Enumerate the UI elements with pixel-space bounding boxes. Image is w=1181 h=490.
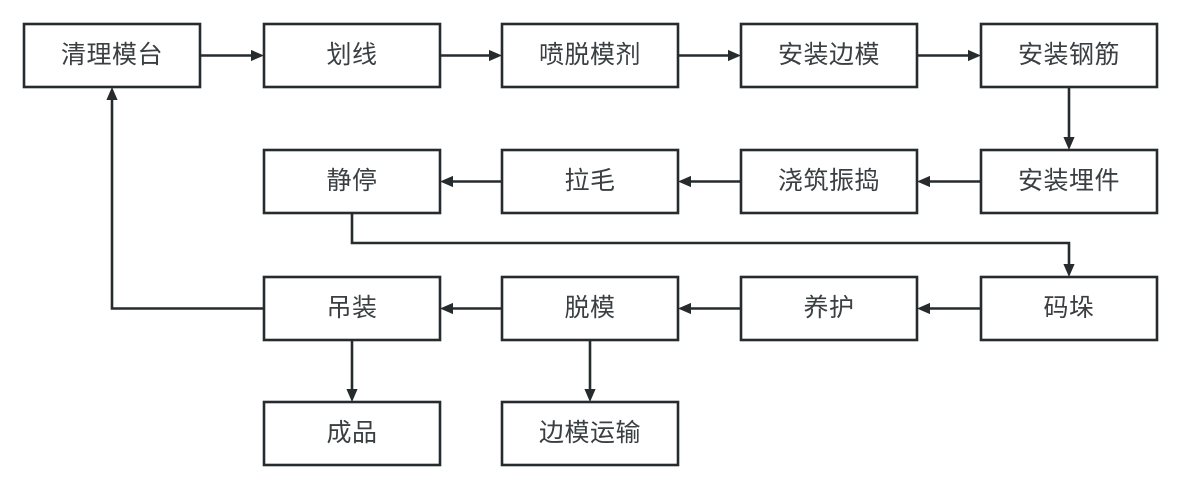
flow-node-box[interactable] <box>739 22 919 89</box>
flow-node-box[interactable] <box>262 400 442 467</box>
edge-anzhuanggangjin-to-anzhuangmaijian <box>1063 87 1075 150</box>
flow-node-n5[interactable]: 安装钢筋 <box>979 22 1159 89</box>
edge-diaozhuang-to-qinglimotai-line <box>110 93 264 310</box>
flow-node-box[interactable] <box>262 148 442 215</box>
flow-node-n6[interactable]: 安装埋件 <box>979 148 1159 215</box>
flow-node-label: 喷脱模剂 <box>539 41 641 69</box>
flow-node-n12[interactable]: 脱模 <box>500 275 680 342</box>
flow-node-n14[interactable]: 成品 <box>262 400 442 467</box>
flow-node-n10[interactable]: 码垛 <box>979 275 1159 342</box>
edge-diaozhuang-to-chengpin <box>346 340 358 402</box>
flow-node-box[interactable] <box>500 275 680 342</box>
edge-yanghu-to-tuomo <box>678 302 741 315</box>
flow-node-box[interactable] <box>500 22 680 89</box>
flow-node-box[interactable] <box>739 275 919 342</box>
edge-tuomo-to-diaozhuang <box>440 302 502 315</box>
flow-node-n11[interactable]: 养护 <box>739 275 919 342</box>
flow-node-label: 清理模台 <box>61 41 163 69</box>
edge-jingting-to-maduo-line <box>350 213 1071 271</box>
flow-node-box[interactable] <box>22 22 202 89</box>
flow-node-label: 吊装 <box>326 294 377 322</box>
edge-tuomo-to-bianmoyunshu <box>584 340 596 402</box>
edge-lamao-to-jingting <box>440 175 502 188</box>
flow-node-box[interactable] <box>262 22 442 89</box>
arrowhead-icon <box>346 389 358 402</box>
flow-node-label: 脱模 <box>564 294 615 322</box>
flow-node-box[interactable] <box>979 148 1159 215</box>
flow-node-label: 浇筑振捣 <box>778 167 880 195</box>
flow-node-label: 养护 <box>803 294 854 322</box>
arrowhead-icon <box>728 49 741 62</box>
arrowhead-icon <box>440 175 453 188</box>
arrowhead-icon <box>968 49 981 62</box>
edge-anzhuangbianmo-to-anzhuanggangjin <box>917 49 981 62</box>
flow-node-label: 静停 <box>326 167 377 195</box>
edges-layer <box>106 49 1075 402</box>
flow-node-box[interactable] <box>979 22 1159 89</box>
flow-node-box[interactable] <box>262 275 442 342</box>
arrowhead-icon <box>106 87 118 100</box>
edge-huaxian-to-pentuomoji <box>440 49 502 62</box>
flow-node-label: 安装钢筋 <box>1018 41 1120 69</box>
edge-maduo-to-yanghu <box>917 302 981 315</box>
flow-node-label: 安装埋件 <box>1018 167 1120 195</box>
edge-diaozhuang-to-qinglimotai <box>106 87 264 310</box>
flow-node-label: 边模运输 <box>539 419 641 447</box>
flow-node-n7[interactable]: 浇筑振捣 <box>739 148 919 215</box>
arrowhead-icon <box>917 175 930 188</box>
flow-node-n3[interactable]: 喷脱模剂 <box>500 22 680 89</box>
flow-node-n13[interactable]: 吊装 <box>262 275 442 342</box>
edge-qinglimotai-to-huaxian <box>200 49 264 62</box>
edge-pentuomoji-to-anzhuangbianmo <box>678 49 741 62</box>
flow-node-n9[interactable]: 静停 <box>262 148 442 215</box>
arrowhead-icon <box>584 389 596 402</box>
edge-anzhuangmaijian-to-jiaozhuzhendao <box>917 175 981 188</box>
flow-node-n8[interactable]: 拉毛 <box>500 148 680 215</box>
arrowhead-icon <box>678 175 691 188</box>
flow-node-box[interactable] <box>739 148 919 215</box>
flow-node-label: 成品 <box>326 419 377 447</box>
arrowhead-icon <box>251 49 264 62</box>
flow-node-label: 码垛 <box>1043 294 1094 322</box>
flow-node-label: 划线 <box>326 41 377 69</box>
arrowhead-icon <box>1063 264 1075 277</box>
flow-node-n2[interactable]: 划线 <box>262 22 442 89</box>
arrowhead-icon <box>678 302 691 315</box>
flow-node-box[interactable] <box>979 275 1159 342</box>
flow-node-box[interactable] <box>500 148 680 215</box>
flow-node-n4[interactable]: 安装边模 <box>739 22 919 89</box>
flow-node-label: 安装边模 <box>778 41 880 69</box>
arrowhead-icon <box>440 302 453 315</box>
edge-jiaozhuzhendao-to-lamao <box>678 175 741 188</box>
flow-node-n15[interactable]: 边模运输 <box>500 400 680 467</box>
arrowhead-icon <box>917 302 930 315</box>
arrowhead-icon <box>489 49 502 62</box>
arrowhead-icon <box>1063 137 1075 150</box>
flow-node-box[interactable] <box>500 400 680 467</box>
flow-node-n1[interactable]: 清理模台 <box>22 22 202 89</box>
flow-node-label: 拉毛 <box>564 167 615 195</box>
edge-jingting-to-maduo <box>350 213 1075 277</box>
